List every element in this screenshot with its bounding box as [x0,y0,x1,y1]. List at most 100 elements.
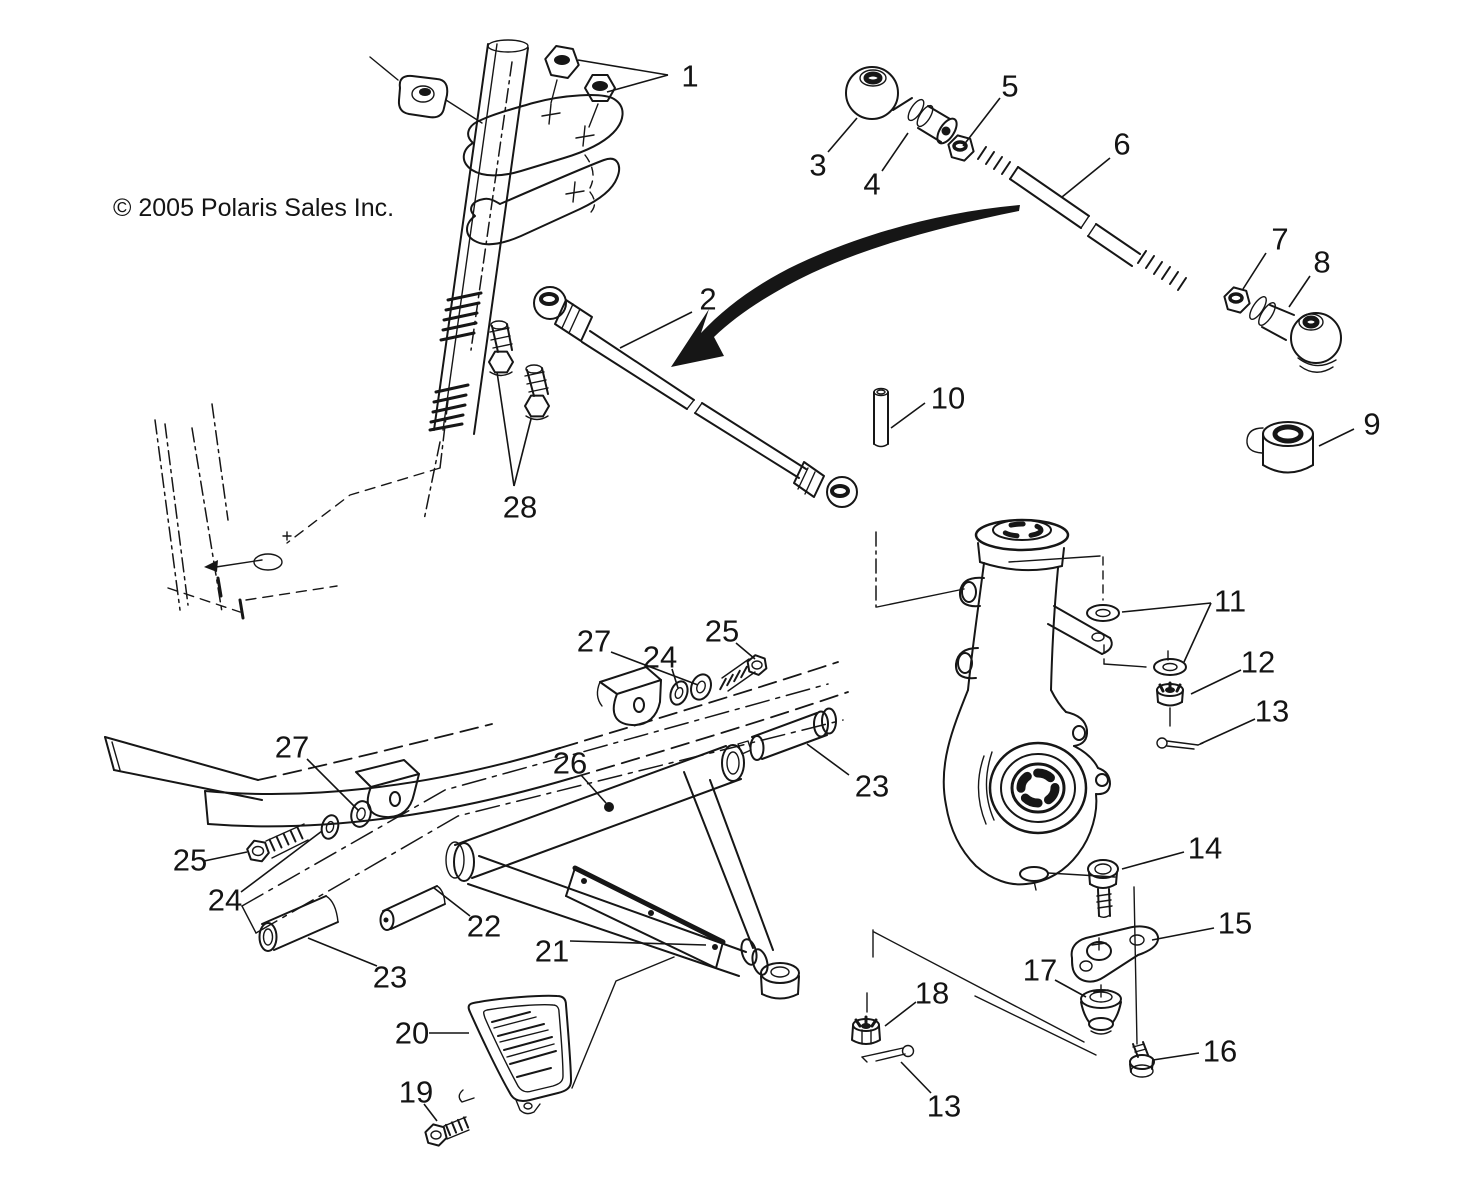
callout-leader-17 [1054,979,1087,998]
callout-leader-24-a [671,668,679,689]
callout-25-a: 25 [705,614,739,649]
callout-25-b: 25 [173,843,207,878]
callout-11: 11 [1214,584,1246,619]
callout-leader-18 [884,1001,917,1027]
motion-arrow [671,205,1020,367]
callout-23-b: 23 [373,960,407,995]
callout-2: 2 [699,282,716,317]
callout-23-a: 23 [855,769,889,804]
grease-fitting-26 [604,802,614,812]
guard-ribs [491,1011,557,1078]
bolt-25-upper [719,654,768,692]
callout-leader-21 [569,940,707,946]
spacer-22 [379,885,446,931]
callout-1: 1 [681,59,698,94]
callout-leader-2 [619,311,693,349]
callout-13-a: 13 [1255,694,1289,729]
jam-nut-5 [947,134,975,162]
callout-27-b: 27 [275,730,309,765]
callout-28: 28 [503,490,537,525]
callout-26: 26 [553,746,587,781]
ball-joint-17 [1080,984,1122,1035]
steering-post [369,39,624,521]
callout-leader-11 [1183,602,1212,663]
callout-12: 12 [1241,645,1275,680]
callout-20: 20 [395,1016,429,1051]
callout-leader-23-b [307,937,378,967]
callout-4: 4 [863,167,880,202]
bolt-25-lower [246,823,309,863]
callout-6: 6 [1113,127,1130,162]
cotter-pin-13a [1156,737,1204,750]
washers-24-27 [320,673,712,840]
tie-rod-shaft-6 [977,146,1187,291]
callout-27-a: 27 [577,624,611,659]
copyright-text: © 2005 Polaris Sales Inc. [113,194,394,222]
callout-leader-25-a [735,642,756,660]
tube-23-left [258,895,339,952]
callout-24-a: 24 [643,640,677,675]
callout-leader-28 [496,371,515,487]
callout-leader-15 [1151,927,1215,941]
frame-phantom [154,399,449,620]
callout-24-b: 24 [208,883,242,918]
handlebar-block-upper [462,94,624,177]
callout-8: 8 [1313,245,1330,280]
bolt-14 [1087,859,1119,918]
pivot-bracket-lower [355,759,420,819]
callout-leader-27-b [306,758,360,812]
bolt-19 [424,1116,470,1147]
studs-28 [488,320,550,421]
kingpin-hardware [875,531,1204,750]
handlebar-block-lower [466,157,621,246]
callout-9: 9 [1363,407,1380,442]
frame-rail [104,661,849,828]
callout-13-b: 13 [927,1089,961,1124]
callout-16: 16 [1203,1034,1237,1069]
callout-3: 3 [809,148,826,183]
callout-leader-1 [606,74,669,93]
callout-leader-12 [1190,669,1242,695]
castle-nut-12 [1156,681,1184,707]
callout-leader-8 [1288,275,1311,308]
tie-rod-end-upper [845,66,958,145]
callout-leader-28 [513,418,532,487]
callout-leader-7 [1242,252,1267,290]
bolt-16 [1129,1041,1155,1078]
castle-nut-18 [851,1015,881,1045]
tube-23-right [737,707,837,761]
pin-10 [873,387,889,448]
callout-leader-16 [1152,1052,1200,1061]
tie-rod [533,286,858,508]
callout-10: 10 [931,381,965,416]
callout-leader-11 [1121,602,1212,613]
callout-leader-13-b [900,1061,932,1094]
callout-7: 7 [1271,222,1288,257]
callout-layer: 1234567891011121314151617181319202122232… [173,59,1381,1124]
callout-5: 5 [1001,69,1018,104]
plate-15 [1070,925,1160,983]
callout-leader-3 [827,117,858,153]
cotter-pin-13b [861,1044,915,1063]
callout-14: 14 [1188,831,1222,866]
callout-leader-10 [890,402,926,429]
balljoint-hardware [851,859,1160,1078]
callout-leader-6 [1061,157,1111,198]
callout-21: 21 [535,934,569,969]
callout-leader-23-a [806,743,850,776]
post-bushing-cap [369,56,483,124]
callout-17: 17 [1023,953,1057,988]
callout-leader-27-a [610,651,699,686]
callout-leader-14 [1121,851,1185,870]
callout-15: 15 [1218,906,1252,941]
bushing-9 [1246,421,1314,474]
flange-nuts [544,45,616,102]
callout-leader-4 [881,132,909,172]
guard [424,994,572,1147]
stud-tips [541,79,599,203]
pivot-bracket-upper [596,666,662,727]
callout-18: 18 [915,976,949,1011]
callout-leader-19 [423,1103,438,1122]
